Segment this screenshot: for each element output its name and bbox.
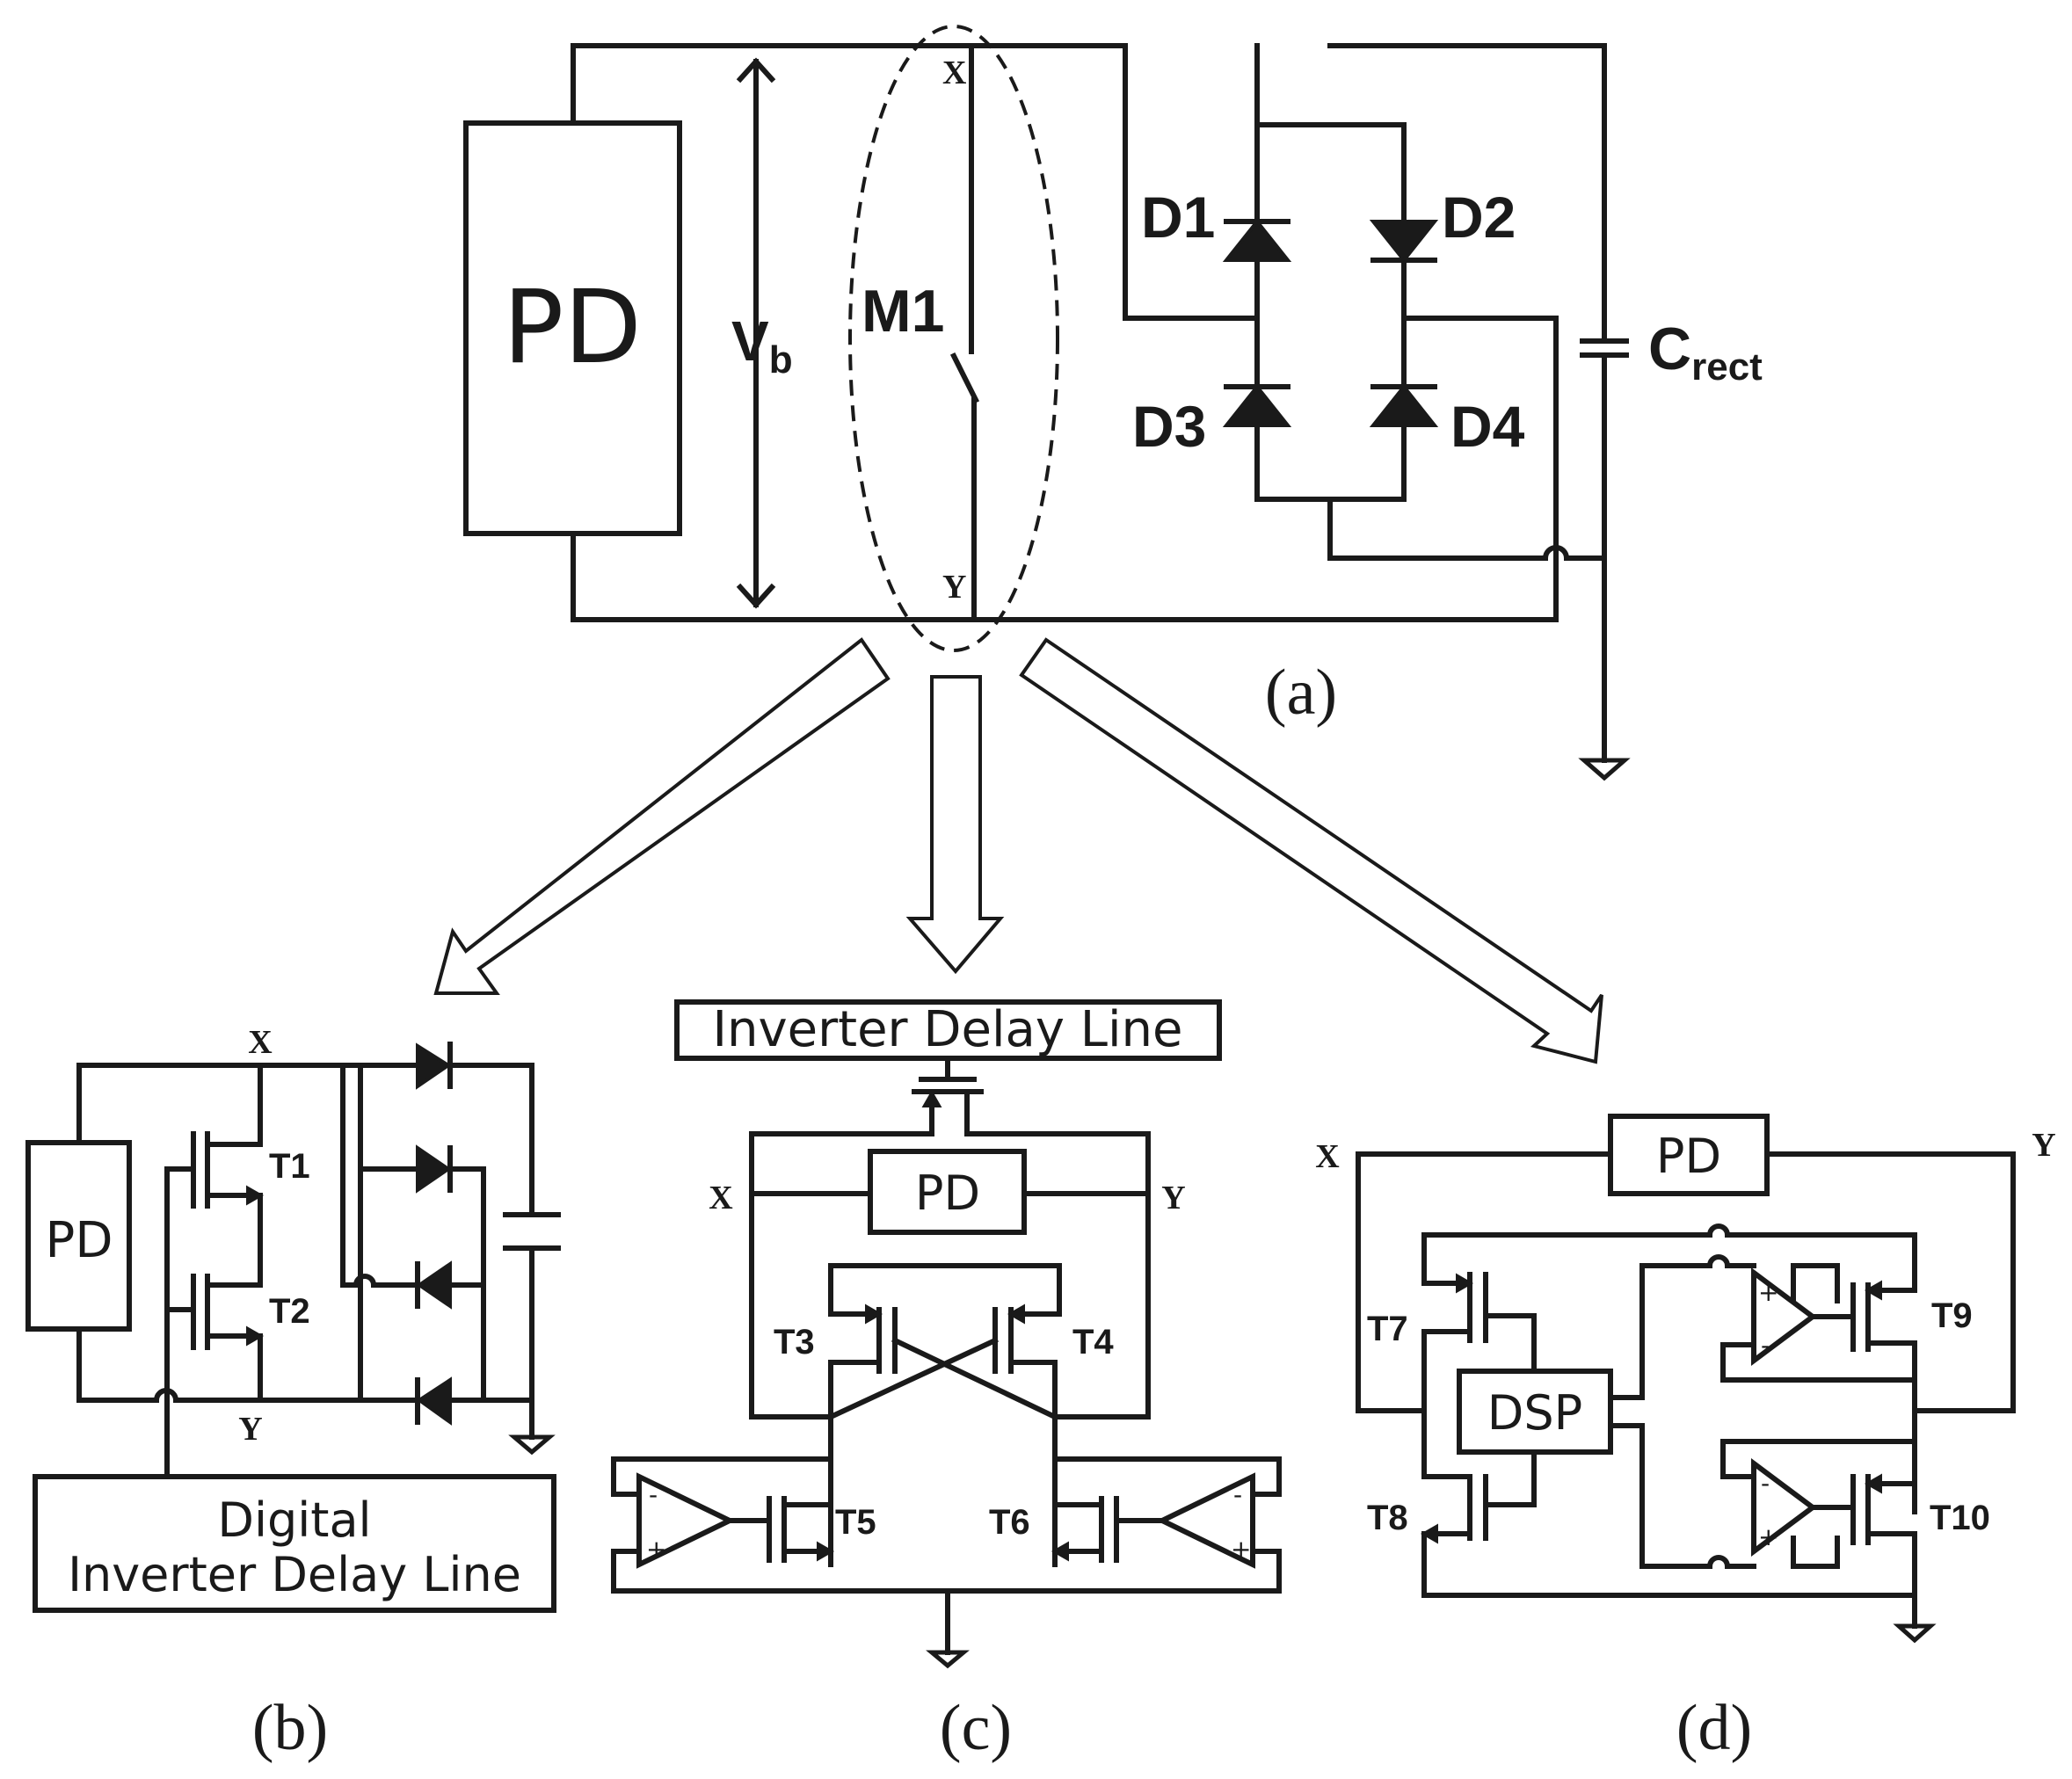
cross-wire-1 bbox=[891, 1336, 1059, 1421]
bridge-right-upper bbox=[1254, 43, 1407, 321]
arrow-to-b bbox=[433, 637, 891, 995]
bridge-diode-3 bbox=[415, 1260, 452, 1310]
pd-box-d bbox=[1608, 1114, 1770, 1196]
cap-top-wire bbox=[1327, 43, 1607, 344]
dsp-label: DSP bbox=[1487, 1385, 1582, 1441]
dashed-ellipse bbox=[848, 25, 1059, 652]
bridge-diode-4 bbox=[415, 1376, 452, 1426]
bridge-right-lower bbox=[1254, 316, 1407, 502]
ground-symbol-d bbox=[1893, 1623, 1937, 1644]
arrow-to-c bbox=[905, 675, 1005, 975]
opamp-d-lower bbox=[1751, 1458, 1818, 1557]
delay-line-b-2: Inverter Delay Line bbox=[68, 1547, 521, 1602]
caption-b: (b) bbox=[252, 1692, 328, 1764]
pd-label-a: PD bbox=[503, 269, 642, 387]
arrow-to-d bbox=[1019, 637, 1603, 1064]
label-t1: T1 bbox=[269, 1147, 310, 1186]
node-x-d: X bbox=[1315, 1138, 1339, 1175]
delay-line-c: Inverter Delay Line bbox=[713, 1001, 1183, 1058]
label-d2: D2 bbox=[1442, 185, 1516, 250]
label-t10: T10 bbox=[1930, 1499, 1990, 1537]
ground-symbol-a bbox=[1578, 758, 1631, 781]
svg-text:+: + bbox=[1758, 1522, 1778, 1551]
wire-top bbox=[571, 43, 1260, 321]
node-y-b: Y bbox=[238, 1411, 262, 1448]
gate-drive-wire bbox=[164, 1166, 196, 1479]
pd-box-a bbox=[463, 120, 682, 536]
svg-text:+: + bbox=[1758, 1278, 1778, 1307]
node-y-c: Y bbox=[1161, 1180, 1185, 1216]
pd-box-b bbox=[25, 1140, 132, 1332]
svg-text:-: - bbox=[1233, 1480, 1242, 1509]
node-y-d: Y bbox=[2032, 1127, 2055, 1164]
label-t3: T3 bbox=[774, 1323, 815, 1361]
switch-blade bbox=[949, 352, 980, 404]
label-d4: D4 bbox=[1450, 394, 1525, 459]
label-d1: D1 bbox=[1141, 185, 1215, 250]
label-t7: T7 bbox=[1367, 1310, 1408, 1348]
label-t9: T9 bbox=[1931, 1296, 1973, 1335]
svg-text:+: + bbox=[1231, 1535, 1251, 1564]
diode-d1 bbox=[1222, 218, 1292, 262]
panel-d: X Y PD T7 DSP T8 bbox=[1315, 1114, 2056, 1764]
label-t5: T5 bbox=[835, 1503, 876, 1542]
panel-b: X PD Y T1 T2 bbox=[25, 1024, 561, 1764]
opamp-left bbox=[636, 1472, 736, 1569]
pd-label-b: PD bbox=[46, 1212, 113, 1269]
ground-symbol-b bbox=[508, 1434, 556, 1456]
diode-d3 bbox=[1222, 383, 1292, 427]
cross-wire-2 bbox=[827, 1337, 999, 1420]
b-top-wire bbox=[76, 1063, 534, 1145]
svg-text:-: - bbox=[1761, 1331, 1770, 1360]
node-y-a: Y bbox=[942, 569, 966, 606]
ground-symbol-c bbox=[926, 1650, 970, 1669]
wire-crossover-b2 bbox=[353, 1274, 377, 1289]
bridge-diode-2 bbox=[416, 1144, 453, 1194]
delay-line-b-1: Digital bbox=[217, 1492, 371, 1548]
panel-a: PD Vb M1 X Y bbox=[463, 25, 1763, 781]
label-t8: T8 bbox=[1367, 1499, 1408, 1537]
node-x-b: X bbox=[248, 1024, 272, 1061]
caption-d: (d) bbox=[1676, 1692, 1752, 1764]
opamp-right bbox=[1156, 1472, 1255, 1569]
caption-c: (c) bbox=[940, 1692, 1012, 1764]
diode-d4 bbox=[1369, 383, 1439, 427]
opamp-d-upper bbox=[1751, 1267, 1818, 1366]
node-x-a: X bbox=[942, 54, 966, 91]
wire-crossover-d1 bbox=[1706, 1224, 1731, 1238]
svg-text:-: - bbox=[649, 1480, 658, 1509]
inverter-delay-box-c bbox=[674, 999, 1222, 1061]
panel-c: Inverter Delay Line PD X Y T3 T4 bbox=[611, 999, 1282, 1764]
label-t2: T2 bbox=[269, 1292, 310, 1331]
diode-d2 bbox=[1369, 220, 1439, 264]
svg-text:+: + bbox=[646, 1535, 666, 1564]
cap-label: Crect bbox=[1648, 316, 1763, 388]
node-x-c: X bbox=[709, 1180, 732, 1216]
label-t4: T4 bbox=[1072, 1323, 1114, 1361]
pd-label-c: PD bbox=[915, 1165, 980, 1221]
svg-text:-: - bbox=[1761, 1469, 1770, 1498]
pd-box-c bbox=[868, 1149, 1027, 1235]
label-d3: D3 bbox=[1132, 394, 1206, 459]
bridge-diode-1 bbox=[416, 1042, 453, 1090]
pd-label-d: PD bbox=[1656, 1129, 1721, 1184]
wire-bottom bbox=[571, 316, 1559, 622]
switch-label: M1 bbox=[862, 278, 944, 345]
caption-a: (a) bbox=[1265, 657, 1337, 729]
digital-delay-box-b bbox=[33, 1474, 556, 1613]
vb-label: Vb bbox=[731, 309, 793, 381]
wire-crossover-a bbox=[1542, 545, 1570, 562]
label-t6: T6 bbox=[989, 1503, 1030, 1542]
expansion-arrows bbox=[433, 637, 1603, 1064]
dsp-box bbox=[1457, 1369, 1613, 1455]
